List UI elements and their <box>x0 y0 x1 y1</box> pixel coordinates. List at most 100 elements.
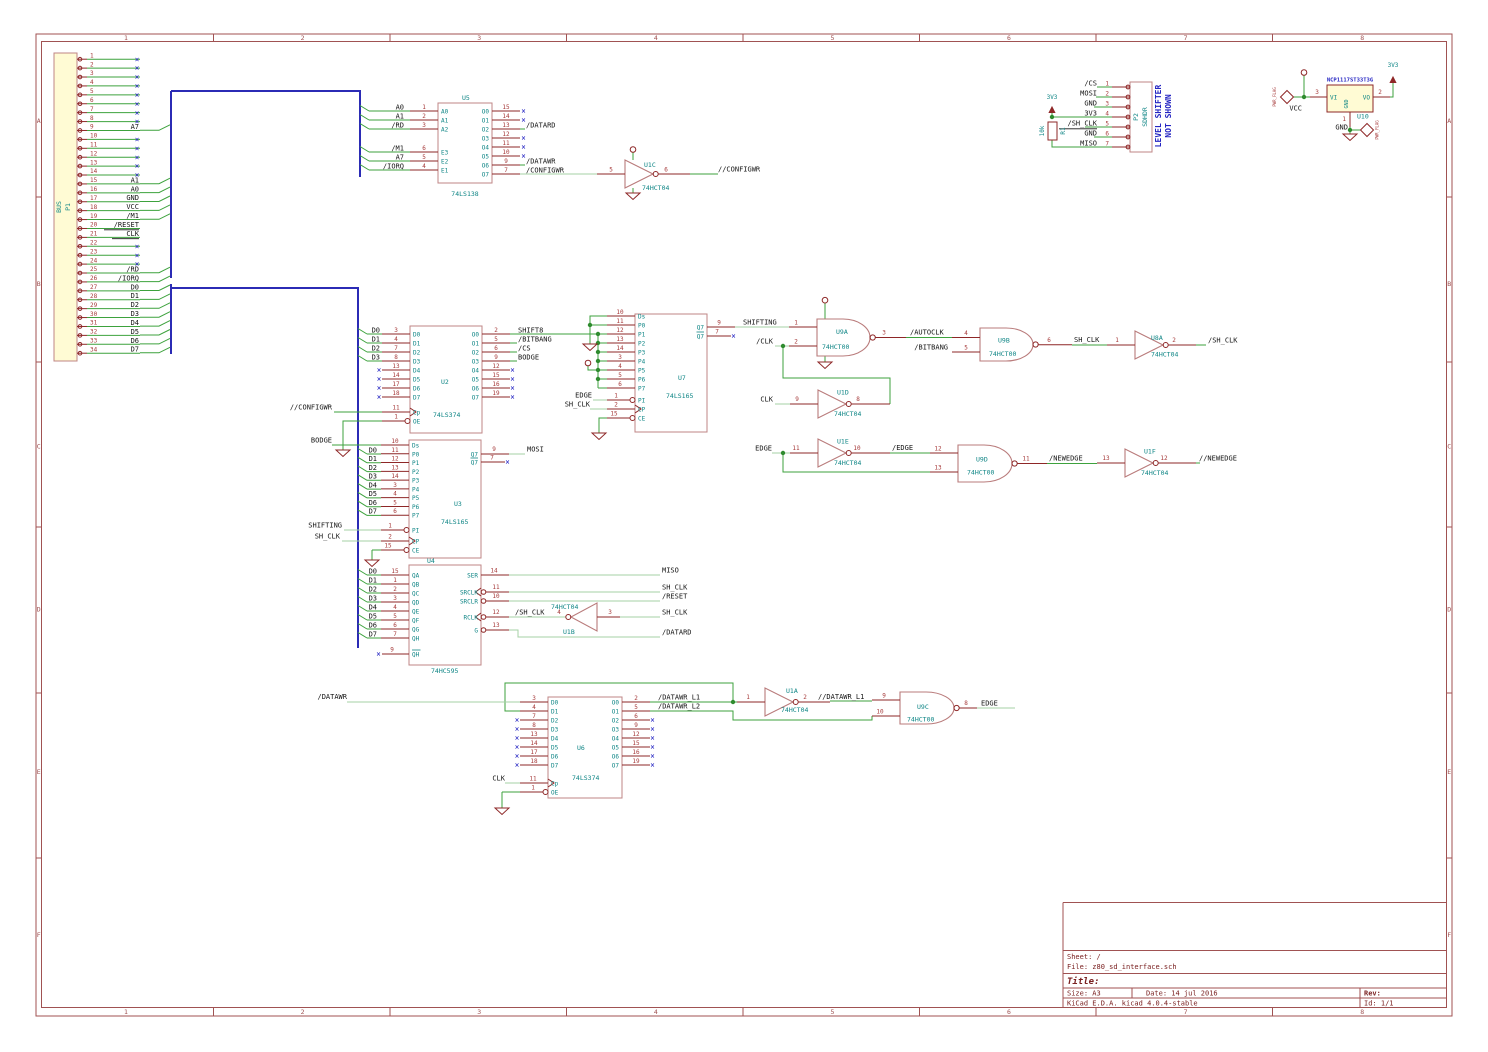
svg-text:D6: D6 <box>413 386 421 393</box>
svg-text:×: × <box>515 752 520 761</box>
u1a-value: 74HCT04 <box>781 706 808 714</box>
svg-text:D1: D1 <box>369 577 377 585</box>
p1-pin: 15 A1 <box>77 176 140 187</box>
svg-text:D6: D6 <box>369 622 377 630</box>
svg-text:7: 7 <box>394 345 398 352</box>
u7-ce-pin: 15 CE <box>607 411 646 423</box>
svg-text:6: 6 <box>634 713 638 720</box>
tb-app: KiCad E.D.A. kicad 4.0.4-stable <box>1067 1000 1198 1008</box>
svg-text:×: × <box>515 761 520 770</box>
svg-text:4: 4 <box>90 79 94 86</box>
svg-text:3: 3 <box>394 327 398 334</box>
border-col-label: 6 <box>1007 1008 1011 1016</box>
svg-text:4: 4 <box>532 704 536 711</box>
svg-text:D2: D2 <box>551 718 559 725</box>
p1-pin: 25 /RD <box>77 266 140 276</box>
svg-text:23: 23 <box>90 248 98 255</box>
svg-text:/DATAWR_L1: /DATAWR_L1 <box>658 694 700 702</box>
svg-text:/DATAWR_L2: /DATAWR_L2 <box>658 703 700 711</box>
svg-text:12: 12 <box>1160 455 1168 462</box>
svg-text:O2: O2 <box>472 350 480 357</box>
svg-text:O4: O4 <box>612 736 620 743</box>
u4-qhb-pin: 9 QH × <box>376 647 421 659</box>
svg-text:O0: O0 <box>472 332 480 339</box>
svg-text:32: 32 <box>90 329 98 336</box>
svg-text:15: 15 <box>90 177 98 184</box>
svg-text:/AUTOCLK: /AUTOCLK <box>910 329 945 337</box>
border-row-label: B <box>37 280 41 288</box>
svg-text://CONFIGWR: //CONFIGWR <box>290 404 333 412</box>
u2-ref: U2 <box>441 378 449 386</box>
p1-pin: 18 VCC <box>77 203 140 213</box>
svg-text:1: 1 <box>1115 337 1119 344</box>
net-label: //CONFIGWR <box>718 166 761 174</box>
svg-text:×: × <box>510 393 515 402</box>
svg-text:SHIFTING: SHIFTING <box>308 522 342 530</box>
svg-text:2: 2 <box>393 586 397 593</box>
svg-text:D5: D5 <box>369 490 377 498</box>
svg-text:4: 4 <box>964 330 968 337</box>
svg-text:5: 5 <box>634 704 638 711</box>
p1-pin: 12 × <box>77 150 140 162</box>
svg-text:8: 8 <box>90 115 94 122</box>
vcc-label: VCC <box>1289 105 1302 113</box>
svg-text:13: 13 <box>934 465 942 472</box>
svg-text:×: × <box>650 734 655 743</box>
svg-text:O6: O6 <box>612 754 620 761</box>
svg-text:5: 5 <box>618 372 622 379</box>
svg-text:P5: P5 <box>412 495 420 502</box>
svg-text:SRCLR: SRCLR <box>460 599 478 606</box>
svg-text:D3: D3 <box>369 595 377 603</box>
pwr-flag-diamond-left <box>1279 89 1295 105</box>
svg-text:/DATARD: /DATARD <box>526 122 556 130</box>
svg-text:3: 3 <box>882 330 886 337</box>
svg-text:D1: D1 <box>372 336 380 344</box>
connector-p2: P2 SDHDR LEVEL SHIFTER NOT SHOWN 1 /CS 2… <box>1059 80 1173 153</box>
svg-text:PWR_FLAG: PWR_FLAG <box>1272 87 1277 107</box>
svg-text:12: 12 <box>616 327 624 334</box>
svg-text:×: × <box>135 135 140 144</box>
svg-text:E2: E2 <box>441 159 449 166</box>
svg-text:1: 1 <box>614 393 618 400</box>
u7-pi-pin: 1 PI EDGE <box>575 392 645 405</box>
p2-note-line2: NOT SHOWN <box>1164 94 1173 138</box>
svg-text:VO: VO <box>1363 95 1371 102</box>
u5-ref: U5 <box>462 94 470 102</box>
svg-text:×: × <box>135 242 140 251</box>
border-col-label: 7 <box>1184 1008 1188 1016</box>
border-col-label: 8 <box>1360 34 1364 42</box>
svg-text:D1: D1 <box>369 455 377 463</box>
svg-text:24: 24 <box>90 257 98 264</box>
u10-value: NCP1117ST33T3G <box>1327 78 1374 84</box>
3v3-arrow-p2 <box>1048 105 1056 113</box>
svg-text:/SH_CLK: /SH_CLK <box>1067 120 1097 128</box>
svg-text:D3: D3 <box>372 354 380 362</box>
ic-u10: NCP1117ST33T3G VI VO GND U10 3 2 1 VCC G… <box>1272 62 1399 140</box>
u7-q7-pin: 9 Q7 SHIFTING <box>697 319 777 332</box>
svg-text:/DATAWR: /DATAWR <box>526 158 556 166</box>
svg-text:×: × <box>521 152 526 161</box>
vcc-symbol-u1c <box>629 146 637 153</box>
svg-text:5: 5 <box>422 154 426 161</box>
svg-text:17: 17 <box>392 381 400 388</box>
svg-text:PI: PI <box>638 398 646 405</box>
svg-text:/EDGE: /EDGE <box>892 444 913 452</box>
svg-text:8: 8 <box>394 354 398 361</box>
gate-u9a: 1 2 3 U9A 74HCT00 /CLK /AUTOCLK <box>756 318 945 357</box>
svg-text:A1: A1 <box>131 176 139 184</box>
junction-dots <box>587 94 1353 705</box>
svg-text:O7: O7 <box>612 763 620 770</box>
svg-text:/M1: /M1 <box>126 212 139 220</box>
p1-pin: 23 × <box>77 248 140 260</box>
svg-text:×: × <box>650 725 655 734</box>
u3-q7-pin: 9 Q7 MOSI <box>471 446 544 459</box>
svg-text:28: 28 <box>90 293 98 300</box>
svg-text:15: 15 <box>610 411 618 418</box>
svg-text:EDGE: EDGE <box>755 445 772 453</box>
tb-id: Id: 1/1 <box>1364 1000 1394 1008</box>
u4-ref: U4 <box>427 557 435 565</box>
svg-text:1: 1 <box>794 320 798 327</box>
u9d-ref: U9D <box>976 456 988 464</box>
u4-srclk-pin: 11 SRCLK SH_CLK <box>460 584 688 597</box>
